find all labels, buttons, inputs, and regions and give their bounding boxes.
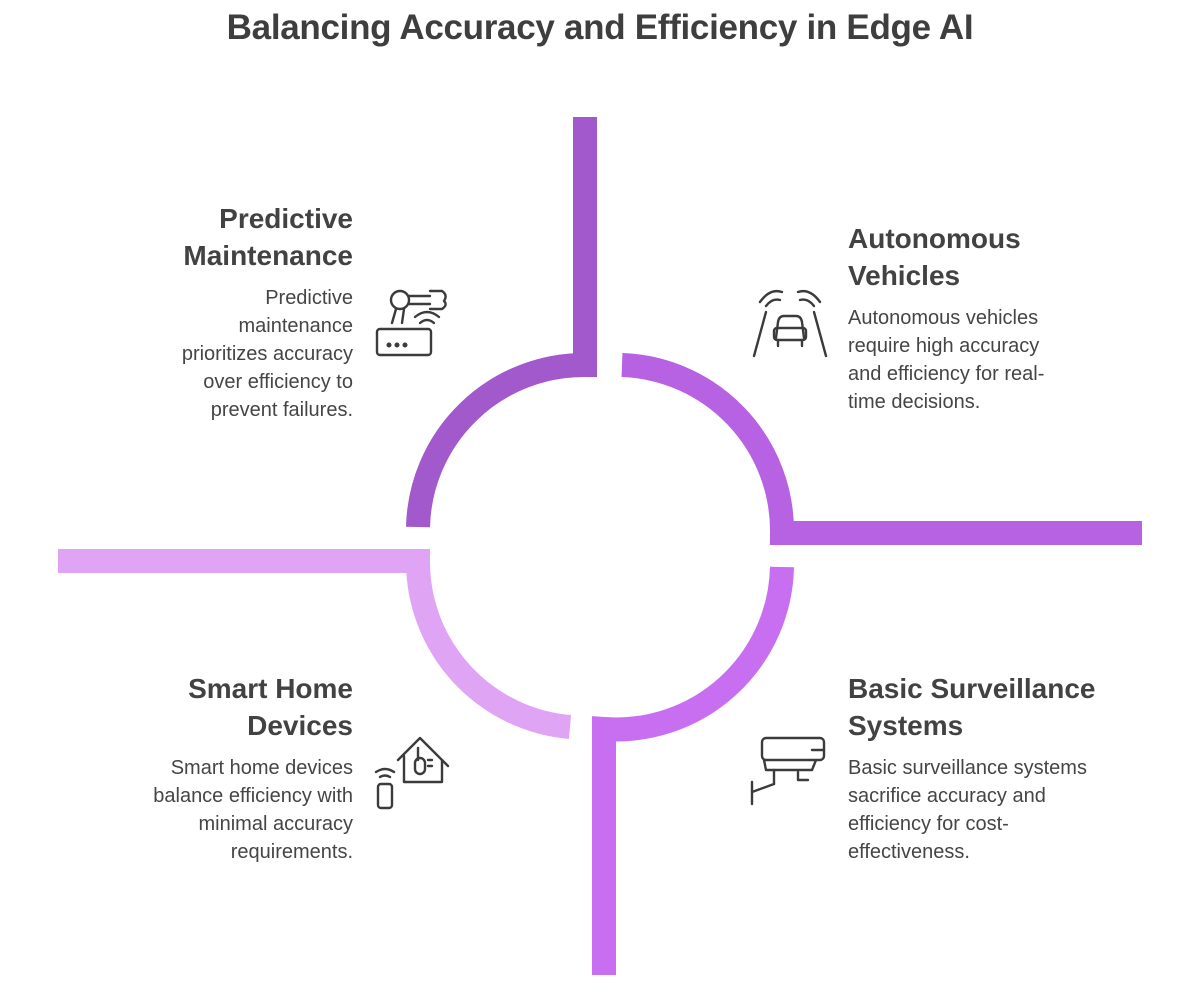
car-sensor-icon [752, 289, 828, 358]
quadrant-heading: Predictive Maintenance [183, 203, 353, 271]
quadrant-predictive-maintenance: Predictive Maintenance Predictive mainte… [93, 200, 353, 424]
security-camera-icon [750, 736, 826, 806]
segment-top-left [406, 117, 597, 528]
quadrant-description: Smart home devices balance efficiency wi… [153, 757, 353, 863]
smart-home-thermostat-icon [374, 736, 450, 810]
segment-bottom-left [58, 549, 572, 739]
segment-top-right [621, 353, 1142, 545]
quadrant-heading: Smart Home Devices [188, 673, 353, 741]
quadrant-description: Basic surveillance systems sacrifice acc… [848, 757, 1087, 863]
quadrant-basic-surveillance-systems: Basic Surveillance Systems Basic surveil… [848, 670, 1168, 866]
quadrant-smart-home-devices: Smart Home Devices Smart home devices ba… [53, 670, 353, 866]
robot-arm-router-icon [375, 289, 447, 357]
quadrant-heading: Autonomous Vehicles [848, 223, 1021, 291]
segment-bottom-right [592, 566, 794, 975]
page-title: Balancing Accuracy and Efficiency in Edg… [226, 8, 974, 47]
quadrant-description: Autonomous vehicles require high accurac… [848, 307, 1045, 413]
quadrant-heading: Basic Surveillance Systems [848, 673, 1096, 741]
quadrant-autonomous-vehicles: Autonomous Vehicles Autonomous vehicles … [848, 220, 1168, 416]
quadrant-description: Predictive maintenance prioritizes accur… [181, 287, 353, 421]
